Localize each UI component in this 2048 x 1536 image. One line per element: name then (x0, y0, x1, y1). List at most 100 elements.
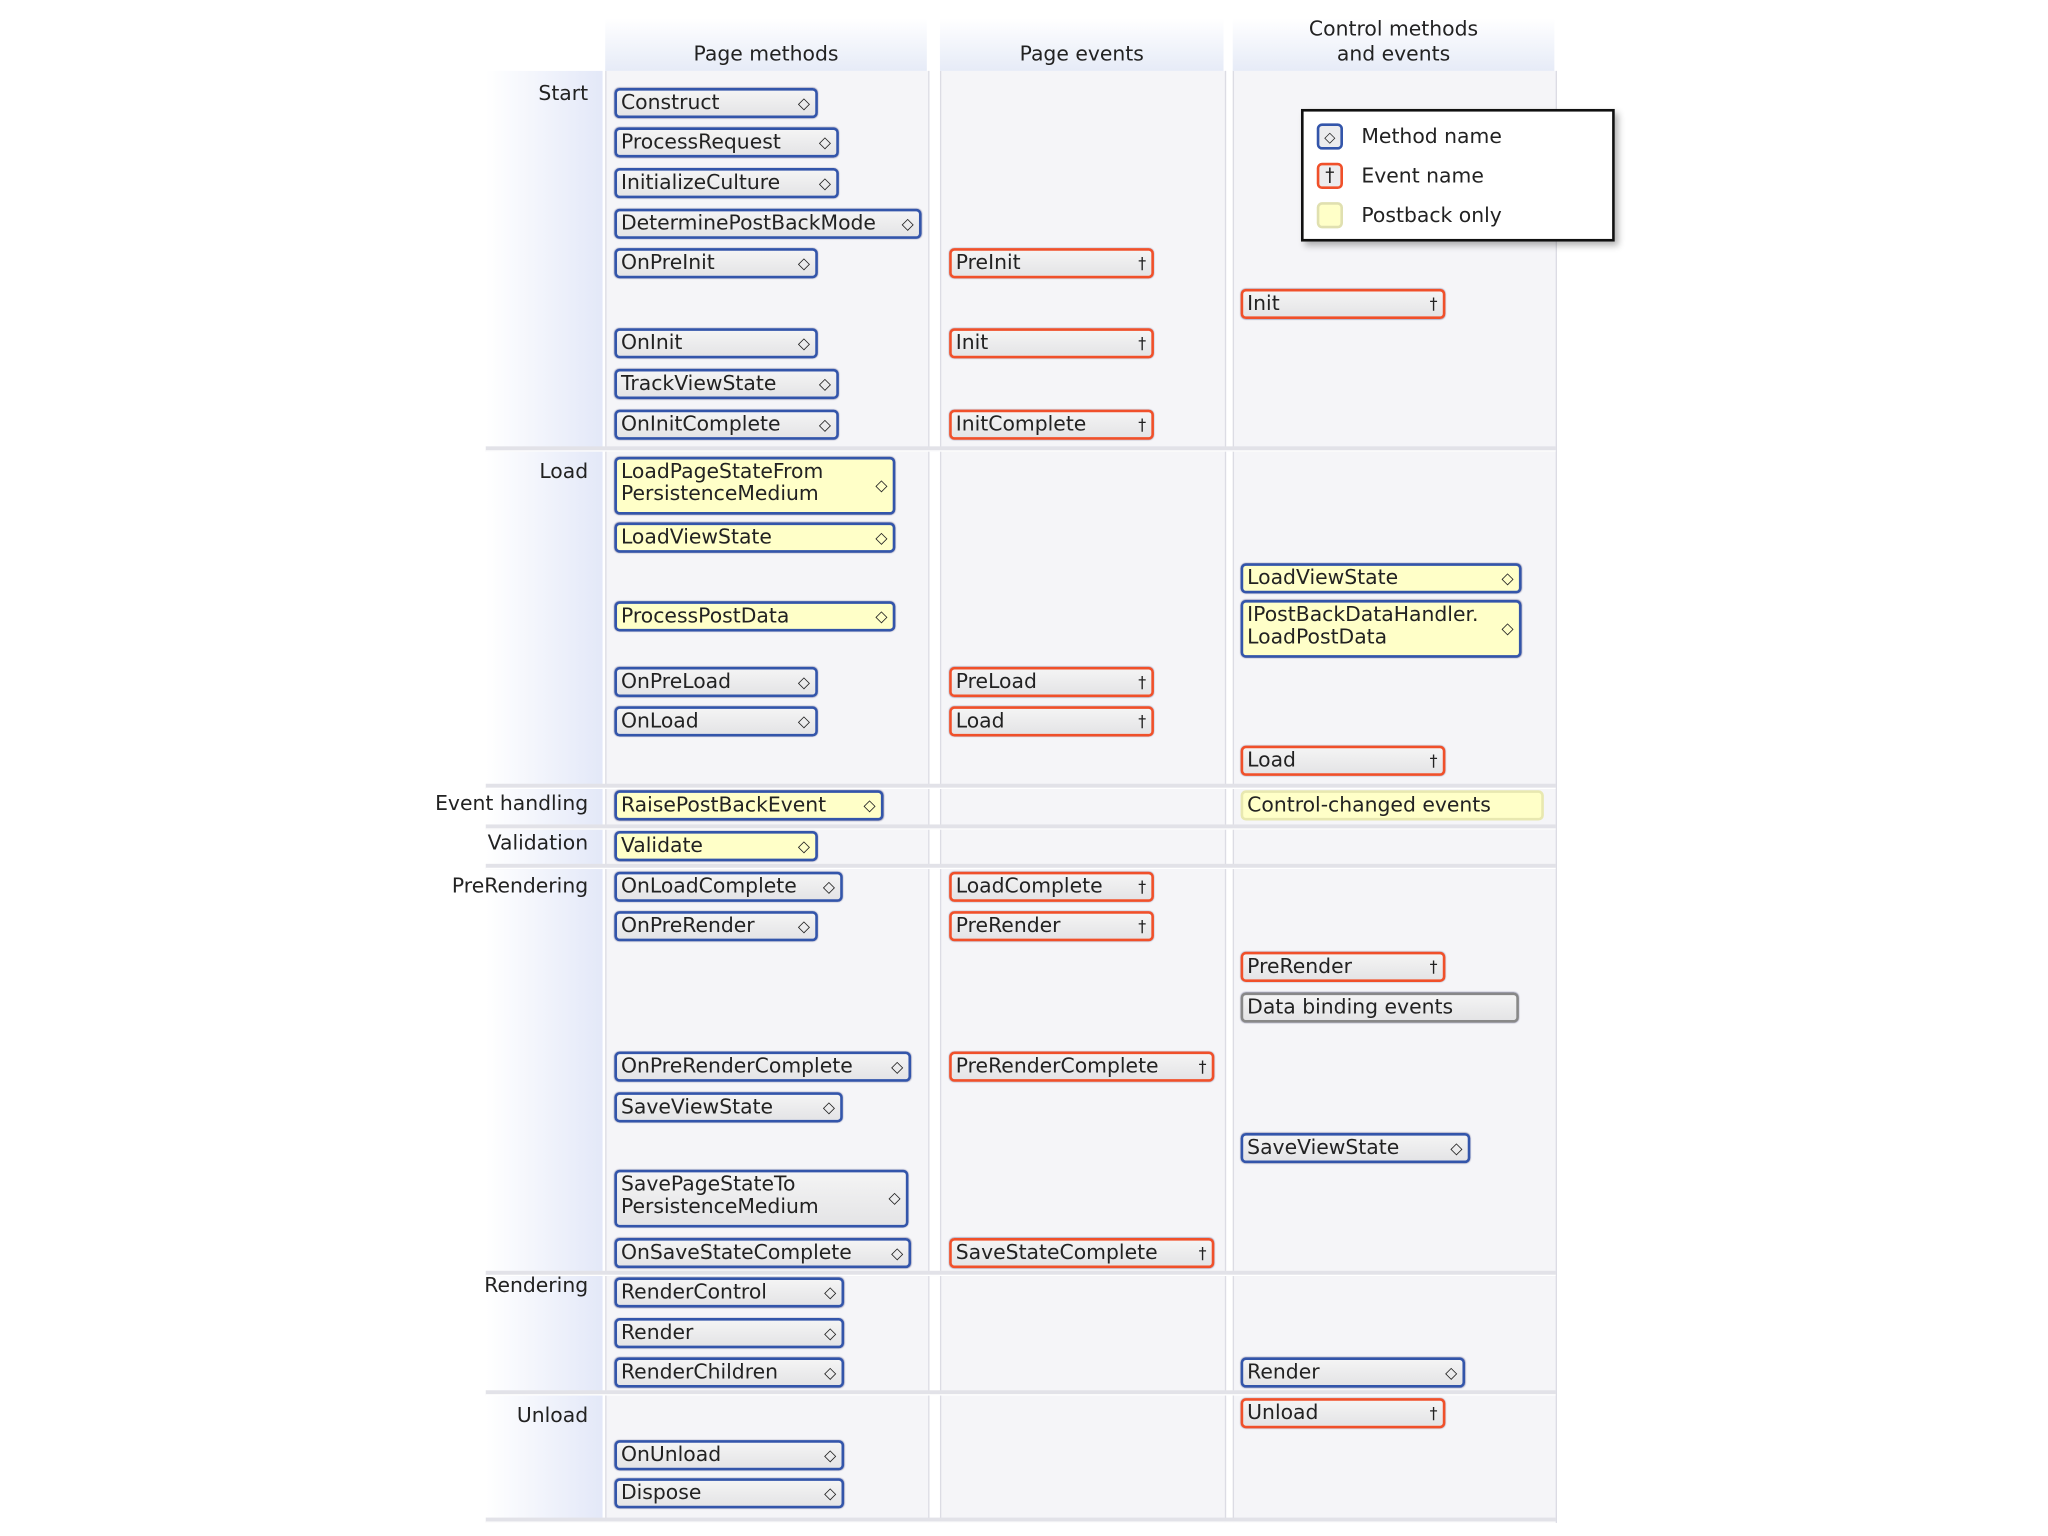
method-box: SaveViewState ◇ (1240, 1132, 1471, 1164)
stage-label: Rendering (484, 1273, 589, 1298)
legend-item-postback: Postback only (1316, 200, 1502, 232)
box-label: OnPreInit (620, 250, 715, 275)
diamond-icon: ◇ (824, 1362, 837, 1382)
box-label: LoadViewState (620, 525, 772, 549)
event-box: Load † (1240, 745, 1446, 776)
stage-label: Event handling (435, 791, 589, 816)
stage-divider (485, 446, 1556, 452)
event-box: PreInit† (949, 248, 1154, 279)
method-box: Validate◇ (614, 831, 818, 862)
box-label: DeterminePostBackMode (620, 211, 876, 235)
event-box: Init † (1240, 288, 1446, 320)
event-box: LoadComplete† (949, 871, 1154, 902)
box-label: Render (1247, 1360, 1320, 1384)
method-box: OnPreRender◇ (614, 911, 818, 942)
event-box: SaveStateComplete† (949, 1237, 1215, 1269)
dagger-icon: † (1429, 294, 1438, 313)
dagger-icon: † (1138, 333, 1147, 352)
method-box: DeterminePostBackMode ◇ (614, 208, 922, 239)
box-label: Dispose (620, 1480, 702, 1505)
stage-label: Start (538, 81, 589, 106)
method-box: OnInitComplete ◇ (614, 409, 839, 440)
box-label: OnSaveStateComplete (620, 1240, 852, 1265)
box-label: SaveViewState (1247, 1135, 1400, 1160)
dagger-icon: † (1138, 414, 1147, 434)
diamond-icon: ◇ (901, 213, 914, 233)
box-label: OnLoad (620, 708, 699, 733)
method-box: TrackViewState◇ (614, 368, 839, 400)
method-box: OnSaveStateComplete ◇ (614, 1237, 912, 1269)
dagger-icon: † (1429, 957, 1438, 976)
box-label: LoadPageStateFrom PersistenceMedium (620, 459, 824, 506)
dagger-icon: † (1429, 750, 1438, 770)
stage-divider (485, 863, 1556, 870)
method-box: OnPreLoad◇ (614, 666, 818, 698)
box-label: PreRender (1247, 954, 1352, 979)
diamond-icon: ◇ (797, 93, 810, 112)
diamond-icon: ◇ (797, 253, 810, 272)
diamond-icon: ◇ (888, 1188, 901, 1208)
event-box: PreRender † (1240, 951, 1446, 982)
diamond-icon: ◇ (797, 916, 810, 935)
diamond-icon: ◇ (797, 836, 810, 855)
event-box: PreRenderComplete † (949, 1051, 1215, 1082)
diamond-icon: ◇ (1445, 1362, 1458, 1382)
stage-divider (485, 1390, 1556, 1396)
dagger-icon: † (1198, 1056, 1207, 1076)
legend-label: Event name (1361, 164, 1484, 188)
method-box: InitializeCulture◇ (614, 168, 839, 199)
event-box: InitComplete † (949, 409, 1154, 440)
dagger-icon: † (1316, 162, 1343, 190)
method-box: Render ◇ (1240, 1357, 1466, 1388)
box-label: Render (620, 1320, 694, 1345)
box-label: TrackViewState (620, 371, 777, 396)
header-page-methods: Page methods (605, 18, 927, 71)
diamond-icon: ◇ (822, 1097, 835, 1116)
stage-label: Validation (487, 831, 589, 855)
stage-label: Unload (516, 1403, 589, 1428)
box-label: OnPreLoad (620, 669, 732, 694)
diamond-icon: ◇ (824, 1323, 837, 1342)
diamond-icon: ◇ (822, 876, 835, 896)
method-box: OnPreRenderComplete◇ (614, 1051, 912, 1082)
box-label: OnInitComplete (620, 412, 781, 436)
box-label: RenderChildren (620, 1360, 779, 1384)
event-box: Load† (949, 706, 1154, 737)
box-label: InitializeCulture (620, 170, 781, 195)
box-label: LoadViewState (1247, 565, 1399, 590)
box-label: IPostBackDataHandler. LoadPostData (1247, 602, 1479, 649)
diamond-icon: ◇ (797, 711, 810, 730)
box-label: PreLoad (955, 669, 1037, 694)
box-label: OnInit (620, 330, 683, 355)
box-label: PreRenderComplete (955, 1054, 1159, 1078)
stage-divider (485, 1270, 1556, 1277)
method-box: Control-changed events (1240, 790, 1544, 821)
event-box: Unload† (1240, 1398, 1446, 1429)
diamond-icon: ◇ (891, 1243, 904, 1262)
diamond-icon: ◇ (818, 414, 832, 434)
legend: ◇Method name †Event name Postback only (1300, 108, 1615, 242)
diamond-icon: ◇ (824, 1483, 837, 1502)
box-label: OnUnload (620, 1442, 722, 1467)
legend-item-event: † Event name (1316, 160, 1484, 192)
method-box: Construct ◇ (614, 87, 818, 119)
method-box: SavePageStateTo PersistenceMedium◇ (614, 1169, 909, 1228)
stage-divider (485, 824, 1556, 830)
box-label: Control-changed events (1247, 792, 1491, 817)
diamond-icon: ◇ (824, 1282, 837, 1301)
diamond-icon: ◇ (1450, 1138, 1463, 1157)
header-page-events: Page events (939, 18, 1224, 71)
method-box: OnLoad ◇ (614, 706, 818, 737)
header-control: Control methods and events (1232, 17, 1555, 71)
box-label: Construct (620, 90, 720, 115)
method-box: SaveViewState◇ (614, 1092, 843, 1123)
diamond-icon: ◇ (818, 132, 832, 151)
diamond-icon: ◇ (875, 475, 888, 495)
box-label: Init (1247, 291, 1280, 316)
box-label: InitComplete (955, 412, 1087, 436)
box-label: Load (1247, 748, 1296, 772)
box-label: Load (955, 708, 1005, 733)
box-label: SaveStateComplete (955, 1240, 1158, 1265)
diamond-icon: ◇ (863, 795, 876, 814)
